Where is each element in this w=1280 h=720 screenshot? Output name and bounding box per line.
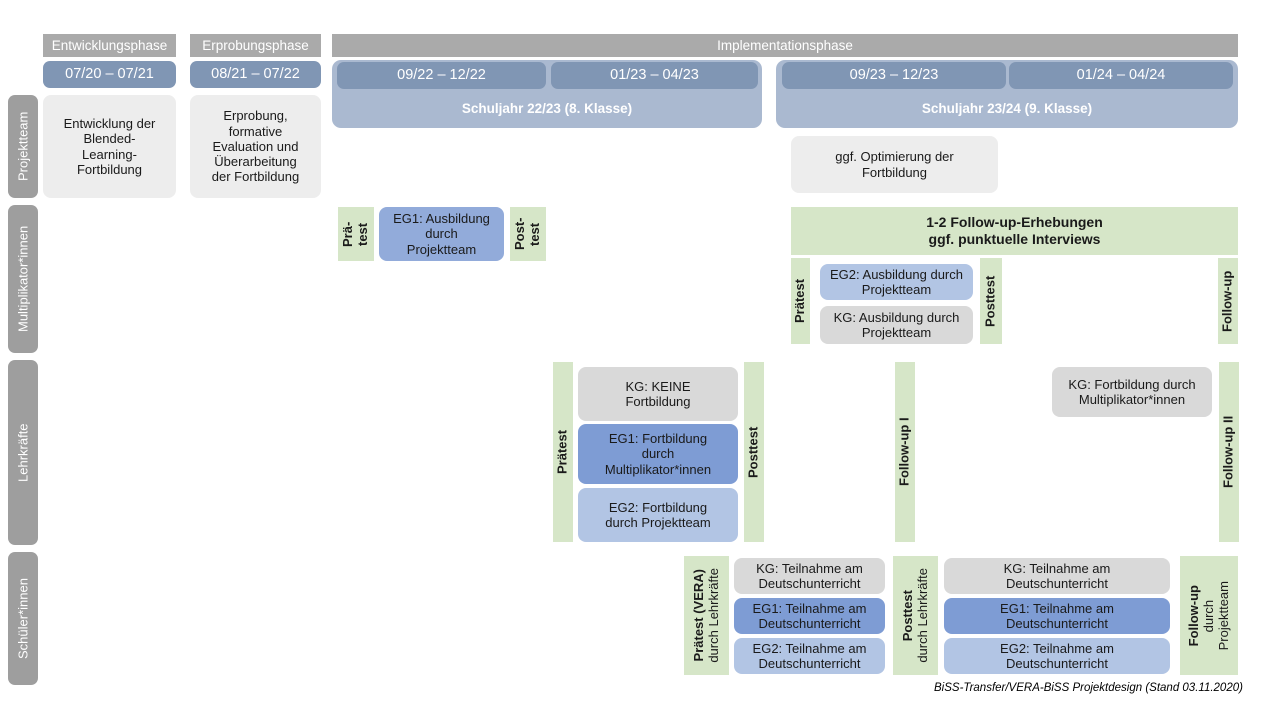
card-eg2-fortbildung-projektteam: EG2: Fortbildung durch Projektteam: [578, 488, 738, 542]
strip-praetest-multiplikator-2: Prätest: [791, 258, 810, 344]
period-chip-erprobung: 08/21 – 07/22: [190, 61, 321, 88]
schoolyear-label-2324: Schuljahr 23/24 (9. Klasse): [921, 101, 1093, 117]
row-label-lehrkraefte: Lehrkräfte: [8, 360, 38, 545]
card-kg-keine-fortbildung: KG: KEINE Fortbildung: [578, 367, 738, 421]
card-optimierung-fortbildung: ggf. Optimierung der Fortbildung: [791, 136, 998, 193]
phase-header-implementation: Implementationsphase: [332, 34, 1238, 57]
card-erprobung-evaluation: Erprobung, formative Evaluation und Über…: [190, 95, 321, 198]
card-entwicklung-fortbildung: Entwicklung der Blended- Learning- Fortb…: [43, 95, 176, 198]
strip-followup-sub: durch Projektteam: [1200, 580, 1231, 651]
strip-praetest-vera-main: Prätest (VERA): [690, 569, 706, 662]
card-eg2-teilnahme-deutschunterricht-1: EG2: Teilnahme am Deutschunterricht: [734, 638, 885, 674]
row-label-projektteam: Projektteam: [8, 95, 38, 198]
period-chip-entwicklung: 07/20 – 07/21: [43, 61, 176, 88]
card-eg1-ausbildung-projektteam: EG1: Ausbildung durch Projektteam: [379, 207, 504, 261]
footer-caption: BiSS-Transfer/VERA-BiSS Projektdesign (S…: [934, 682, 1243, 694]
strip-posttest-multiplikator-1: Post- test: [510, 207, 546, 261]
strip-posttest-schueler: Posttest durch Lehrkräfte: [893, 556, 938, 675]
period-chip-0124-0424: 01/24 – 04/24: [1009, 62, 1233, 89]
strip-praetest-lehrkraefte: Prätest: [553, 362, 573, 542]
period-chip-0123-0423: 01/23 – 04/23: [551, 62, 758, 89]
row-label-multiplikatorinnen: Multiplikator*innen: [8, 205, 38, 353]
strip-praetest-vera-schueler: Prätest (VERA) durch Lehrkräfte: [684, 556, 729, 675]
card-eg1-teilnahme-deutschunterricht-2: EG1: Teilnahme am Deutschunterricht: [944, 598, 1170, 634]
card-eg2-teilnahme-deutschunterricht-2: EG2: Teilnahme am Deutschunterricht: [944, 638, 1170, 674]
phase-header-entwicklung: Entwicklungsphase: [43, 34, 176, 57]
strip-followup-multiplikator: Follow-up: [1218, 258, 1238, 344]
strip-followup-1-lehrkraefte: Follow-up I: [895, 362, 915, 542]
card-kg-teilnahme-deutschunterricht-1: KG: Teilnahme am Deutschunterricht: [734, 558, 885, 594]
card-eg1-teilnahme-deutschunterricht-1: EG1: Teilnahme am Deutschunterricht: [734, 598, 885, 634]
strip-followup-schueler: Follow-up durch Projektteam: [1180, 556, 1238, 675]
card-eg2-ausbildung-projektteam: EG2: Ausbildung durch Projektteam: [820, 264, 973, 300]
schoolyear-label-2223: Schuljahr 22/23 (8. Klasse): [461, 101, 633, 117]
strip-posttest-lehrkraefte: Posttest: [744, 362, 764, 542]
strip-posttest-sub: durch Lehrkräfte: [914, 568, 930, 663]
strip-praetest-multiplikator-1: Prä- test: [338, 207, 374, 261]
strip-followup-main: Follow-up: [1185, 584, 1201, 647]
band-followup-erhebungen: 1-2 Follow-up-Erhebungen ggf. punktuelle…: [791, 207, 1238, 255]
card-eg1-fortbildung-multiplikator: EG1: Fortbildung durch Multiplikator*inn…: [578, 424, 738, 484]
card-kg-fortbildung-multiplikator: KG: Fortbildung durch Multiplikator*inne…: [1052, 367, 1212, 417]
card-kg-ausbildung-projektteam: KG: Ausbildung durch Projektteam: [820, 306, 973, 344]
card-kg-teilnahme-deutschunterricht-2: KG: Teilnahme am Deutschunterricht: [944, 558, 1170, 594]
strip-praetest-vera-sub: durch Lehrkräfte: [705, 568, 721, 663]
row-label-schuelerinnen: Schüler*innen: [8, 552, 38, 685]
strip-followup-2-lehrkraefte: Follow-up II: [1219, 362, 1239, 542]
phase-header-erprobung: Erprobungsphase: [190, 34, 321, 57]
strip-posttest-main: Posttest: [899, 589, 915, 642]
period-chip-0922-1222: 09/22 – 12/22: [337, 62, 546, 89]
period-chip-0923-1223: 09/23 – 12/23: [782, 62, 1006, 89]
strip-posttest-multiplikator-2: Posttest: [980, 258, 1002, 344]
